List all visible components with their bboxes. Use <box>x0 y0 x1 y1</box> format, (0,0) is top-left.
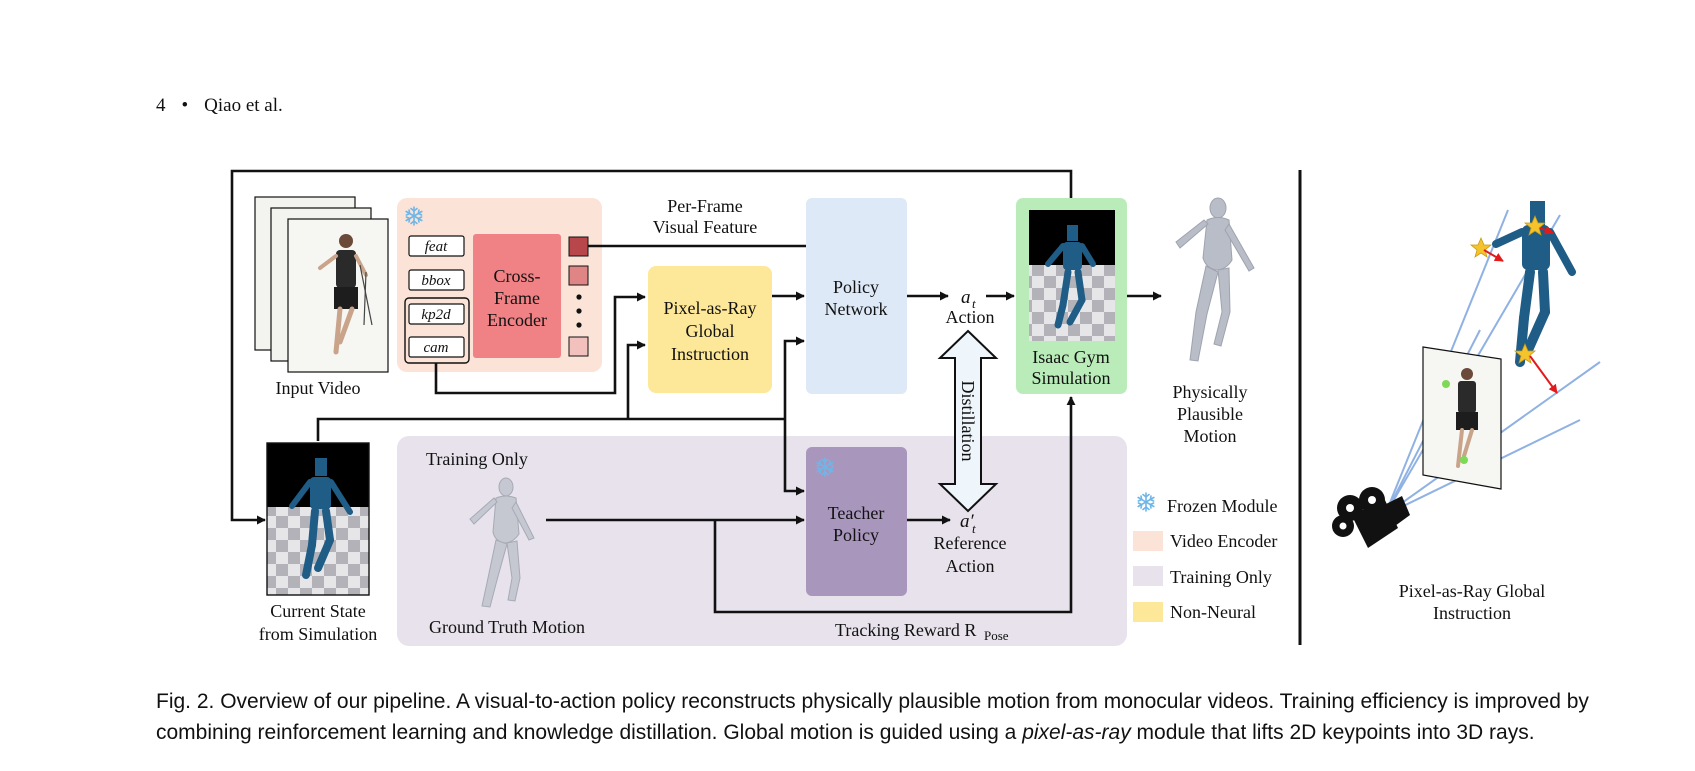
svg-text:t: t <box>972 296 976 311</box>
input-video-frames <box>254 196 389 373</box>
robot-figure-icon <box>289 458 353 579</box>
svg-text:t: t <box>972 521 976 536</box>
snowflake-icon <box>1137 492 1155 512</box>
reference-action-line1: Reference <box>934 533 1007 553</box>
teacher-policy-line1: Teacher <box>828 503 885 523</box>
cross-frame-encoder-line1: Cross- <box>493 266 540 286</box>
author-line: Qiao et al. <box>204 95 283 116</box>
svg-text:Tracking Reward R: Tracking Reward R <box>835 620 976 640</box>
robot-figure-icon <box>1045 225 1096 329</box>
tracking-reward-arrow <box>713 396 1076 614</box>
pixel-as-ray-block <box>648 266 772 393</box>
figure-caption: Fig. 2. Overview of our pipeline. A visu… <box>156 686 1686 748</box>
legend-frozen-label: Frozen Module <box>1167 496 1277 516</box>
tracking-reward-label: Tracking Reward R Pose <box>835 620 1009 643</box>
cross-frame-encoder-line2: Frame <box>494 288 540 308</box>
plausible-motion-line3: Motion <box>1183 426 1236 446</box>
token-feat: feat <box>425 239 448 255</box>
reference-action-line2: Action <box>946 556 995 576</box>
current-state-line2: from Simulation <box>259 624 378 644</box>
state-bus-line <box>316 417 785 441</box>
plausible-motion-figure-icon <box>1175 197 1255 362</box>
isaac-gym-line1: Isaac Gym <box>1032 347 1109 367</box>
pixel-as-ray-line3: Instruction <box>671 344 749 364</box>
token-bbox: bbox <box>421 273 451 289</box>
encoder-input-tokens: feat bbox kp2d cam <box>404 235 470 364</box>
distillation-arrow <box>937 329 999 513</box>
teacher-policy-block <box>806 447 907 596</box>
policy-network-block <box>806 198 907 394</box>
current-state-line1: Current State <box>270 601 365 621</box>
simulation-render <box>1029 210 1115 341</box>
plausible-motion-line2: Plausible <box>1177 404 1243 424</box>
state-to-pixel-ray-arrow <box>626 340 646 419</box>
caption-emphasis: pixel-as-ray <box>1022 721 1131 744</box>
page-header: 4 • Qiao et al. <box>156 95 283 117</box>
legend-non-neural-label: Non-Neural <box>1170 602 1256 622</box>
token-cam: cam <box>424 340 449 356</box>
feature-stack <box>568 236 589 357</box>
ground-truth-figure-icon <box>469 477 535 608</box>
pixel-as-ray-line1: Pixel-as-Ray <box>664 298 757 318</box>
pixel-as-ray-line2: Global <box>686 321 735 341</box>
per-frame-feature-line2: Visual Feature <box>653 217 757 237</box>
caption-text: Fig. 2. Overview of our pipeline. A visu… <box>156 690 1589 744</box>
caption-text-end: module that lifts 2D keypoints into 3D r… <box>1130 721 1535 744</box>
pixel-as-ray-illustration <box>1332 201 1601 548</box>
page-number: 4 <box>156 95 166 116</box>
person-photo-icon <box>318 234 373 355</box>
camera-icon <box>1332 487 1410 548</box>
legend-video-encoder-label: Video Encoder <box>1170 531 1277 551</box>
legend-non-neural-swatch <box>1133 602 1163 622</box>
header-separator: • <box>181 95 189 116</box>
policy-network-line2: Network <box>825 299 888 319</box>
svg-text:a: a <box>961 287 971 308</box>
input-video-label: Input Video <box>275 378 360 398</box>
action-label: Action <box>946 307 995 327</box>
action-symbol: a t <box>961 287 976 311</box>
reference-action-symbol: a′ t <box>960 511 976 536</box>
distillation-label: Distillation <box>958 381 978 462</box>
right-panel-caption-line2: Instruction <box>1433 603 1511 623</box>
isaac-gym-line2: Simulation <box>1031 368 1110 388</box>
legend-video-encoder-swatch <box>1133 531 1163 551</box>
ground-truth-motion-label: Ground Truth Motion <box>429 617 585 637</box>
training-only-label: Training Only <box>426 449 528 469</box>
reprojection-error-arrows <box>1483 225 1558 394</box>
person-photo-icon <box>1442 368 1478 468</box>
teacher-policy-line2: Policy <box>833 525 879 545</box>
legend-training-only-label: Training Only <box>1170 567 1272 587</box>
state-to-teacher-arrow <box>783 419 805 496</box>
cam-to-pixel-ray-arrow <box>434 292 646 395</box>
plausible-motion-line1: Physically <box>1173 382 1248 402</box>
policy-network-line1: Policy <box>833 277 879 297</box>
legend: Frozen Module Video Encoder Training Onl… <box>1133 492 1277 622</box>
feedback-loop-arrow <box>230 169 1073 525</box>
token-kp2d: kp2d <box>421 307 451 323</box>
cross-frame-encoder <box>473 234 561 358</box>
keypoint-stars <box>1469 214 1547 364</box>
current-state-render <box>266 442 370 596</box>
svg-text:a′: a′ <box>960 511 975 532</box>
per-frame-feature-line1: Per-Frame <box>667 196 743 216</box>
state-to-policy-arrow <box>783 336 805 419</box>
cross-frame-encoder-line3: Encoder <box>487 310 547 330</box>
right-panel-caption-line1: Pixel-as-Ray Global <box>1399 581 1545 601</box>
svg-text:Pose: Pose <box>984 628 1009 643</box>
flow-connections <box>230 169 1162 614</box>
legend-training-only-swatch <box>1133 566 1163 586</box>
